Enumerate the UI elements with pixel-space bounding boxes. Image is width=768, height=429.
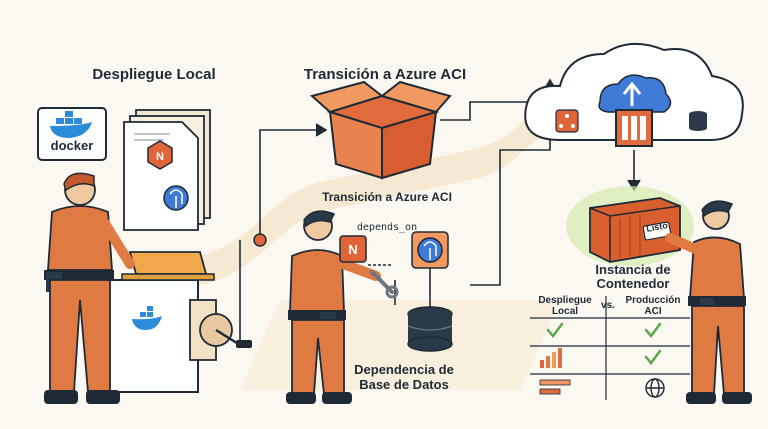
database-icon — [407, 306, 453, 352]
db-dependency-label-line2: Base de Datos — [359, 377, 449, 392]
comparison-vs: vs. — [601, 300, 615, 311]
operator-figure — [665, 200, 752, 404]
cardboard-box-icon — [309, 80, 452, 180]
progress-bars-icon — [539, 379, 571, 395]
local-developer-figure — [44, 172, 252, 404]
globe-icon — [645, 378, 665, 398]
instance-label-line2: Contenedor — [596, 276, 670, 291]
shipping-container-icon — [589, 197, 681, 263]
comparison-col-aci-line2: ACI — [644, 306, 662, 317]
comparison-col-local-line1: Despliegue — [538, 295, 592, 306]
storage-icon — [689, 111, 707, 131]
bar-chart-icon — [540, 348, 562, 368]
nginx-icon: N — [147, 140, 173, 170]
wrench-icon — [370, 270, 399, 299]
config-documents — [123, 109, 211, 231]
aci-container-icon — [615, 109, 653, 147]
transition-engineer-figure — [286, 210, 381, 404]
postgres-elephant-icon — [163, 185, 189, 211]
db-dependency-label-line1: Dependencia de — [354, 362, 454, 377]
svg-text:N: N — [156, 151, 164, 163]
checkmark-icon — [546, 322, 662, 366]
svg-text:N: N — [348, 242, 357, 257]
instance-label-line1: Instancia de — [595, 262, 671, 277]
transition-subtitle: Transición a Azure ACI — [322, 190, 452, 204]
docker-logo — [37, 107, 107, 161]
postgres-icon-transition — [411, 231, 449, 269]
docker-whale-icon — [132, 306, 162, 330]
network-icon — [555, 109, 579, 133]
transition-section-title: Transición a Azure ACI — [303, 66, 467, 83]
depends-on-label: depends_on — [356, 222, 418, 233]
docker-logo-text: docker — [50, 138, 94, 153]
connector-node — [253, 233, 267, 247]
comparison-table — [530, 296, 690, 400]
nginx-icon-transition: N — [339, 235, 367, 263]
comparison-col-local-line2: Local — [551, 306, 579, 317]
comparison-col-aci-line1: Producción — [625, 295, 681, 306]
upload-arrow-icon — [622, 81, 642, 106]
cloud-icon — [524, 42, 744, 141]
local-section-title: Despliegue Local — [92, 66, 216, 83]
